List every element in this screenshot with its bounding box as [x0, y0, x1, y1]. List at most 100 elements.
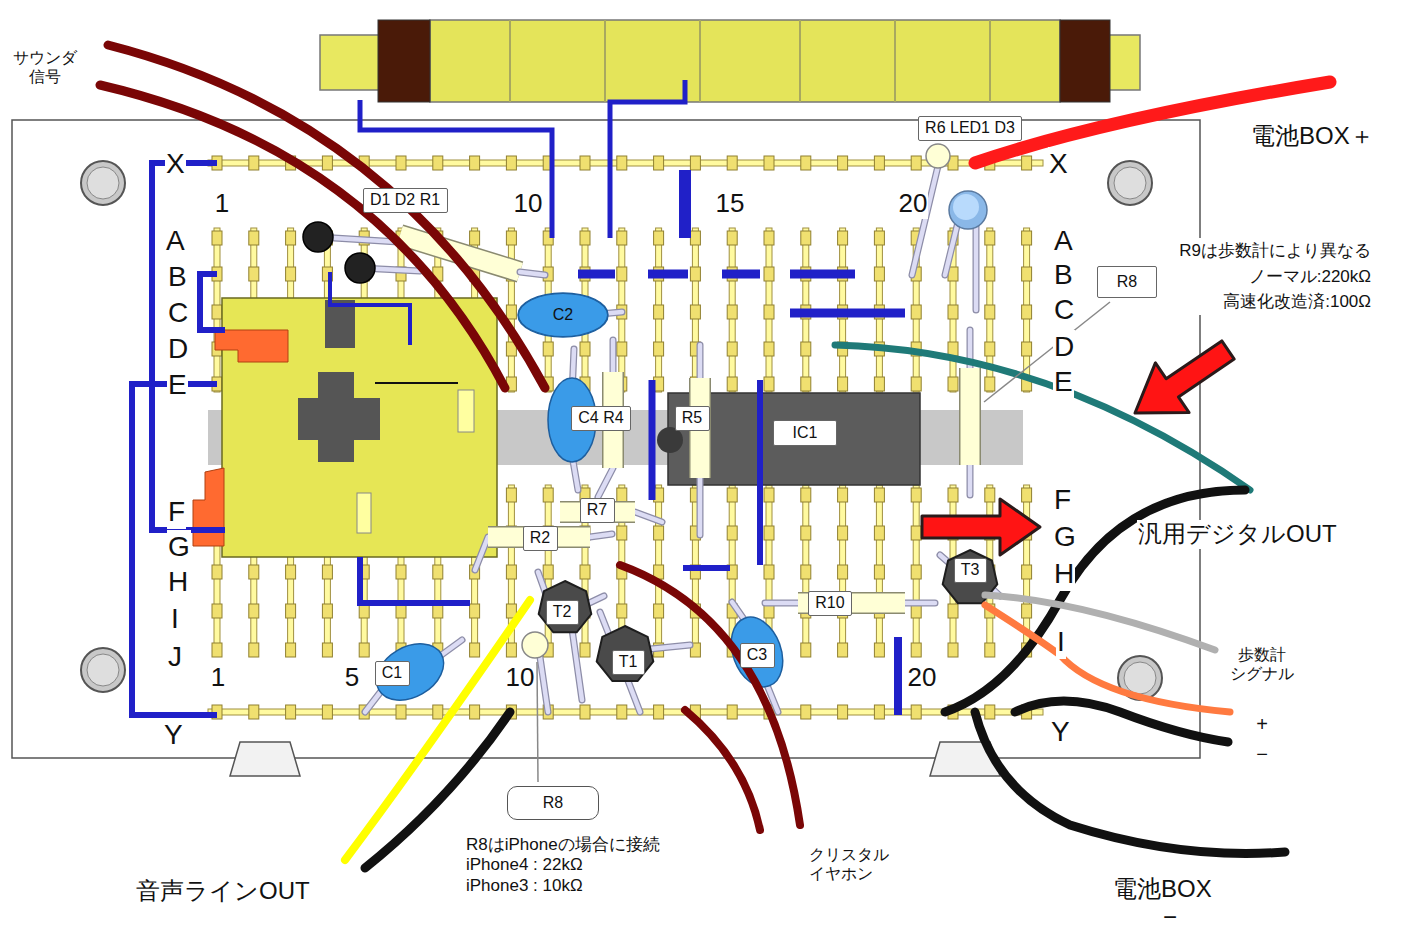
component-lead — [590, 534, 612, 537]
solder-pad — [911, 705, 921, 719]
row-letter: A — [1053, 224, 1074, 258]
solder-pad — [396, 604, 406, 618]
solder-pad — [433, 705, 443, 719]
solder-pad — [727, 377, 737, 391]
component-lead — [520, 272, 545, 275]
mount-hole — [81, 161, 125, 205]
jumper-wire — [790, 270, 855, 279]
solder-pad — [948, 604, 958, 618]
solder-pad — [286, 267, 296, 281]
ferrite-rod — [320, 35, 380, 90]
solder-pad — [286, 705, 296, 719]
solder-pad — [580, 643, 590, 657]
solder-pad — [948, 305, 958, 319]
solder-pad — [985, 305, 995, 319]
capacitor-symbol — [518, 293, 608, 337]
solder-pad — [617, 488, 627, 502]
part-name: C4 R4 — [578, 409, 623, 427]
solder-pad — [470, 231, 480, 245]
column-number: 10 — [505, 662, 536, 693]
component-lead — [973, 224, 980, 310]
coil-segment — [699, 20, 701, 102]
solder-pad — [249, 643, 259, 657]
solder-pad — [506, 305, 516, 319]
leader-line — [984, 302, 1110, 402]
mount-hole — [1124, 662, 1156, 694]
part-label: R6 LED1 D3 — [918, 116, 1022, 141]
led-symbol — [949, 191, 987, 229]
component-lead — [967, 465, 974, 495]
jumper-wire — [578, 270, 615, 279]
module-part — [357, 493, 371, 533]
component-lead — [611, 340, 616, 372]
solder-pad — [580, 705, 590, 719]
solder-pad — [249, 156, 259, 170]
jumper-wire — [757, 380, 763, 565]
wire-label: 汎用デジタルOUT — [1137, 520, 1338, 549]
solder-pad — [470, 156, 480, 170]
solder-pad — [801, 231, 811, 245]
wire-label: 歩数計 シグナル — [1229, 645, 1295, 683]
column-number: 20 — [898, 188, 929, 219]
solder-pad — [506, 488, 516, 502]
solder-pad — [911, 643, 921, 657]
module-part — [458, 390, 474, 432]
coil-segment — [989, 20, 991, 102]
row-letter: E — [167, 368, 188, 402]
solder-pad — [654, 156, 664, 170]
component-lead — [635, 512, 662, 522]
row-letter: F — [1053, 483, 1072, 517]
solder-pad — [690, 156, 700, 170]
solder-pad — [322, 604, 332, 618]
resistor-symbol — [488, 526, 590, 548]
antenna-lead — [610, 80, 685, 238]
part-label: IC1 — [773, 420, 837, 446]
coil-segment — [799, 20, 801, 102]
row-letter: H — [1053, 557, 1075, 591]
component-lead — [520, 272, 545, 275]
solder-pad — [543, 488, 553, 502]
solder-pad — [727, 705, 737, 719]
row-letter: D — [167, 332, 189, 366]
note-text: R9は歩数計により異なる ノーマル:220kΩ 高速化改造済:100Ω — [1178, 238, 1372, 315]
mount-hole — [81, 648, 125, 692]
solder-pad — [801, 377, 811, 391]
solder-pad — [249, 705, 259, 719]
ferrite-coil — [430, 20, 1060, 102]
part-name: T3 — [961, 561, 980, 579]
part-label: C1 — [375, 661, 410, 686]
solder-pad — [249, 267, 259, 281]
row-letter: E — [1053, 365, 1074, 399]
solder-pad — [838, 643, 848, 657]
solder-pad — [506, 643, 516, 657]
mount-hole — [87, 654, 119, 686]
solder-pad — [985, 231, 995, 245]
solder-pad — [249, 231, 259, 245]
solder-pad — [506, 565, 516, 579]
solder-pad — [359, 643, 369, 657]
solder-pad — [690, 231, 700, 245]
part-name: C2 — [553, 306, 573, 324]
solder-pad — [985, 488, 995, 502]
solder-pad — [506, 231, 516, 245]
component-lead — [540, 657, 548, 712]
solder-pad — [470, 705, 480, 719]
resistor-symbol — [959, 368, 981, 465]
solder-pad — [1022, 267, 1032, 281]
wire-label: 電池BOX — [1112, 875, 1213, 904]
jumper-wire — [722, 270, 760, 279]
row-letter: X — [1048, 147, 1069, 181]
part-label: R10 — [808, 591, 852, 616]
solder-pad — [874, 156, 884, 170]
solder-pad — [764, 305, 774, 319]
row-letter: A — [165, 224, 186, 258]
module-terminal — [215, 330, 288, 362]
callout-box: R8 — [507, 786, 599, 820]
part-name: R10 — [815, 594, 844, 612]
coil-segment — [509, 20, 511, 102]
solder-pad — [727, 305, 737, 319]
column-number: 20 — [907, 662, 938, 693]
solder-pad — [911, 305, 921, 319]
